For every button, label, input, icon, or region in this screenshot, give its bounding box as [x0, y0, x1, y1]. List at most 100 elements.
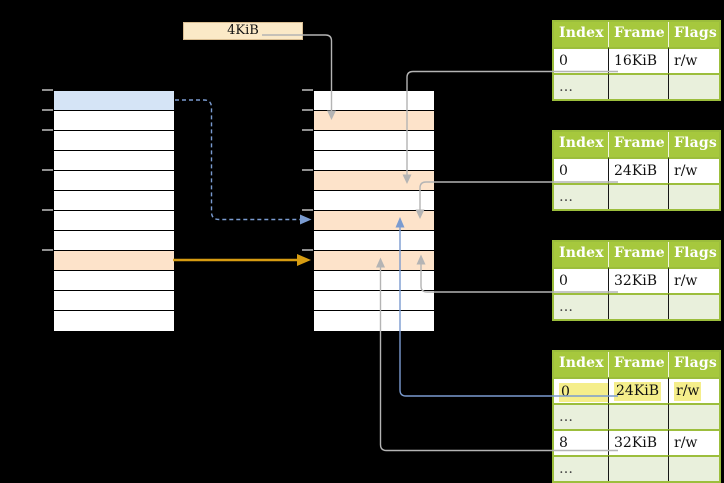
column-header-index: Index [554, 352, 608, 377]
page-table-2-row-1: … [554, 183, 719, 209]
cell-frame [608, 455, 668, 481]
column-header-flags: Flags [668, 242, 719, 267]
virtual-page-row-9 [54, 271, 174, 291]
cell-index: 0 [554, 267, 608, 293]
physical-frame-row-7 [314, 231, 434, 251]
physical-frame-row-4-orange [314, 171, 434, 191]
cell-frame [608, 293, 668, 319]
column-header-index: Index [554, 242, 608, 267]
highlighted-value: 24KiB [614, 382, 662, 401]
page-size-label-box: 4KiB [183, 22, 303, 40]
highlighted-value: r/w [674, 382, 702, 401]
cell-flags [668, 403, 719, 429]
cell-flags [668, 73, 719, 99]
physical-frame-row-6-orange [314, 211, 434, 231]
page-table-4-row-1: … [554, 403, 719, 429]
column-header-index: Index [554, 132, 608, 157]
virtual-page-row-1 [54, 111, 174, 131]
column-header-flags: Flags [668, 22, 719, 47]
cell-flags: r/w [668, 157, 719, 183]
cell-frame [608, 403, 668, 429]
virtual-page-row-11 [54, 311, 174, 331]
page-table-4-row-0: 0 24KiB r/w [554, 377, 719, 403]
virtual-page-row-0-blue [54, 91, 174, 111]
physical-frame-row-0 [314, 91, 434, 111]
virtual-mapping-orange-arrow [173, 254, 311, 266]
virtual-page-row-2 [54, 131, 174, 151]
virtual-translation-dashed-arrow [175, 99, 312, 225]
virtual-page-row-7 [54, 231, 174, 251]
cell-flags [668, 455, 719, 481]
address-tick [42, 129, 53, 131]
page-table-4-row-3: … [554, 455, 719, 481]
cell-index: … [554, 73, 608, 99]
column-header-flags: Flags [668, 352, 719, 377]
address-tick [302, 129, 313, 131]
address-tick [302, 169, 313, 171]
cell-index: … [554, 403, 608, 429]
page-size-label: 4KiB [227, 23, 259, 38]
address-tick [42, 209, 53, 211]
virtual-page-row-6 [54, 211, 174, 231]
cell-frame [608, 183, 668, 209]
address-tick [42, 89, 53, 91]
address-tick [302, 249, 313, 251]
cell-index: 8 [554, 429, 608, 455]
physical-frame-row-2 [314, 131, 434, 151]
column-header-frame: Frame [608, 22, 668, 47]
physical-frame-row-11 [314, 311, 434, 331]
cell-flags: r/w [668, 267, 719, 293]
address-tick [42, 169, 53, 171]
cell-index: … [554, 183, 608, 209]
cell-flags [668, 293, 719, 319]
page-table-3-row-1: … [554, 293, 719, 319]
virtual-memory-table [53, 90, 175, 332]
cell-frame: 24KiB [608, 157, 668, 183]
column-header-index: Index [554, 22, 608, 47]
virtual-page-row-4 [54, 171, 174, 191]
cell-frame: 32KiB [608, 267, 668, 293]
physical-frame-row-9 [314, 271, 434, 291]
cell-frame: 24KiB [608, 377, 668, 403]
column-header-frame: Frame [608, 132, 668, 157]
cell-index: 0 [554, 157, 608, 183]
cell-flags: r/w [668, 377, 719, 403]
cell-index: … [554, 455, 608, 481]
physical-memory-table [313, 90, 435, 332]
column-header-frame: Frame [608, 352, 668, 377]
cell-frame: 16KiB [608, 47, 668, 73]
page-table-1-row-1: … [554, 73, 719, 99]
physical-frame-row-3 [314, 151, 434, 171]
address-tick [42, 109, 53, 111]
physical-frame-row-1-orange [314, 111, 434, 131]
column-header-frame: Frame [608, 242, 668, 267]
virtual-page-row-5 [54, 191, 174, 211]
highlighted-value: 0 [559, 383, 608, 402]
cell-flags [668, 183, 719, 209]
address-tick [302, 209, 313, 211]
physical-frame-row-10 [314, 291, 434, 311]
address-tick [42, 249, 53, 251]
cell-index: 0 [554, 377, 608, 403]
virtual-page-row-8-orange [54, 251, 174, 271]
cell-flags: r/w [668, 47, 719, 73]
column-header-flags: Flags [668, 132, 719, 157]
cell-index: … [554, 293, 608, 319]
physical-frame-row-5 [314, 191, 434, 211]
virtual-page-row-10 [54, 291, 174, 311]
address-tick [302, 89, 313, 91]
virtual-page-row-3 [54, 151, 174, 171]
cell-index: 0 [554, 47, 608, 73]
